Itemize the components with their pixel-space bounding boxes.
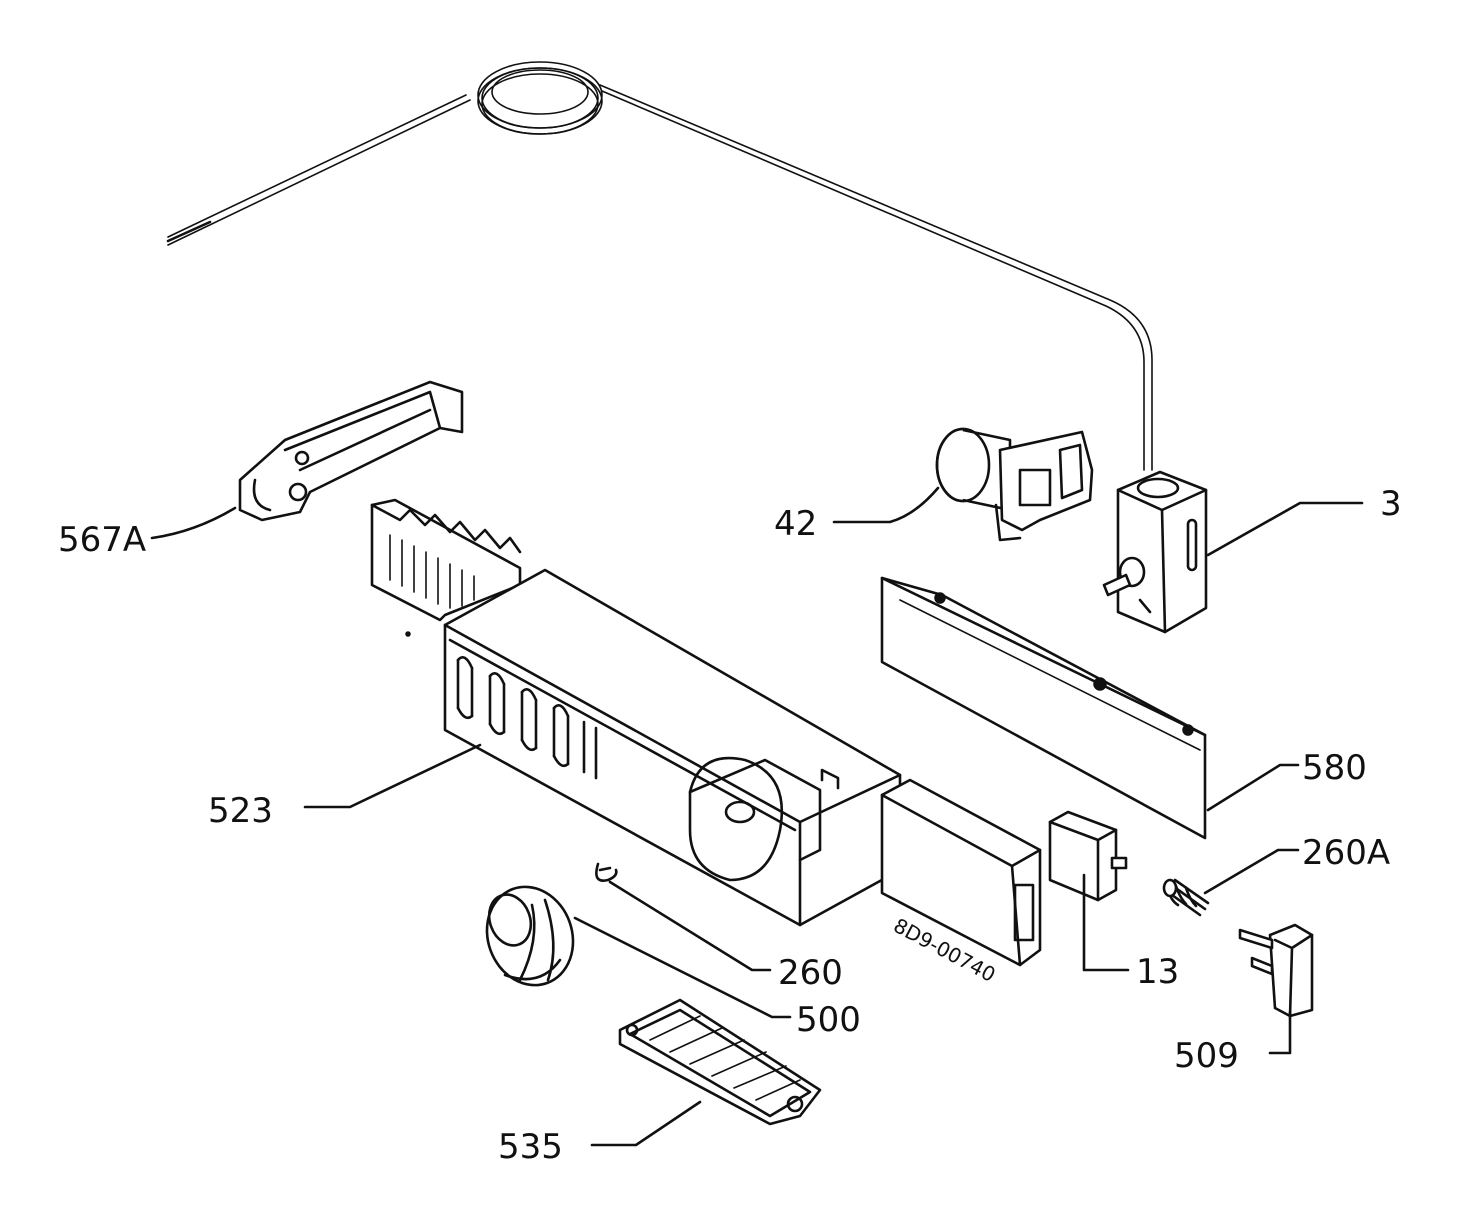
callout-509: 509 <box>1174 1036 1239 1076</box>
callout-500: 500 <box>796 1000 861 1040</box>
leader-523 <box>303 743 482 809</box>
back-grille <box>370 498 522 622</box>
callout-535: 535 <box>498 1127 563 1167</box>
housing-part-523 <box>443 568 902 927</box>
clip-part-260 <box>595 862 618 882</box>
tray-part-535 <box>618 998 822 1126</box>
leader-3 <box>1206 501 1364 557</box>
callout-260: 260 <box>778 953 843 993</box>
socket-part-42 <box>935 427 1094 542</box>
knob-part-500 <box>485 885 575 987</box>
leader-509 <box>1268 1010 1292 1055</box>
callout-labels: 3 13 42 260 260A 500 509 523 535 567A 58… <box>58 484 1402 1167</box>
switch-part-13 <box>1048 810 1128 902</box>
capillary-tube <box>166 61 1153 471</box>
leader-13 <box>1082 873 1130 972</box>
callout-3: 3 <box>1380 484 1402 524</box>
leader-580 <box>1206 763 1300 812</box>
callout-42: 42 <box>774 504 817 544</box>
thermostat-part-3 <box>1102 470 1208 634</box>
leader-535 <box>590 1100 702 1147</box>
callout-523: 523 <box>208 791 273 831</box>
label-box <box>880 778 1042 967</box>
leader-260A <box>1203 848 1300 895</box>
spring-part-260A <box>1162 878 1210 917</box>
callout-260A: 260A <box>1302 833 1390 873</box>
plug-part-509 <box>1238 923 1314 1018</box>
leader-500 <box>573 916 792 1019</box>
leader-lines <box>150 486 1364 1147</box>
leader-260 <box>608 880 772 972</box>
bracket-part-567A <box>238 380 464 522</box>
callout-580: 580 <box>1302 748 1367 788</box>
callout-567A: 567A <box>58 520 146 560</box>
leader-42 <box>832 486 940 524</box>
speck <box>405 631 411 637</box>
leader-567A <box>150 506 237 540</box>
cover-part-580 <box>880 576 1207 840</box>
callout-13: 13 <box>1136 952 1179 992</box>
